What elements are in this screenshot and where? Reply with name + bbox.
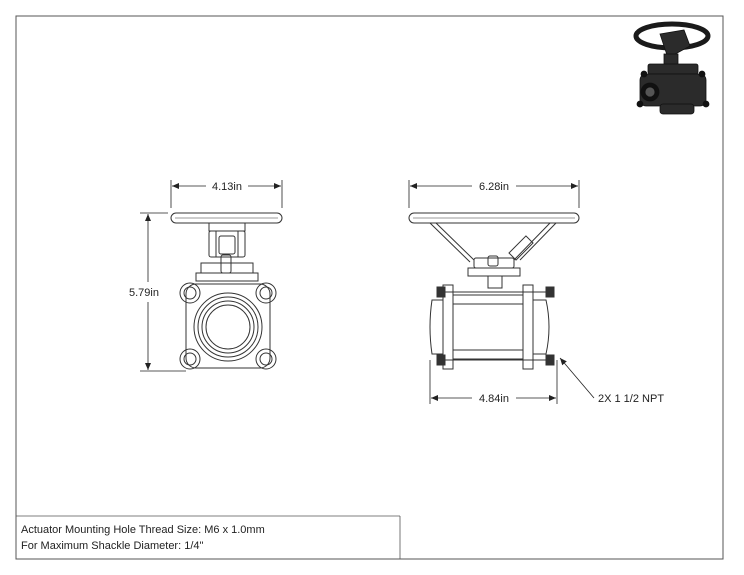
front-view xyxy=(170,212,283,370)
isometric-thumbnail xyxy=(633,21,711,115)
side-body-width-label: 4.84in xyxy=(479,393,509,405)
npt-callout: 2X 1 1/2 NPT xyxy=(598,393,664,405)
side-width-label: 6.28in xyxy=(479,181,509,193)
side-body-width-dimension xyxy=(429,360,558,404)
drawing-border xyxy=(15,15,724,560)
front-width-dimension xyxy=(170,180,283,208)
side-width-dimension xyxy=(408,180,580,208)
npt-leader xyxy=(559,357,595,399)
note-shackle-diameter: For Maximum Shackle Diameter: 1/4" xyxy=(21,540,204,552)
front-width-label: 4.13in xyxy=(212,181,242,193)
front-height-label: 5.79in xyxy=(129,287,159,299)
note-mounting-thread: Actuator Mounting Hole Thread Size: M6 x… xyxy=(21,524,265,536)
side-view xyxy=(408,212,580,370)
front-height-dimension xyxy=(140,212,186,372)
